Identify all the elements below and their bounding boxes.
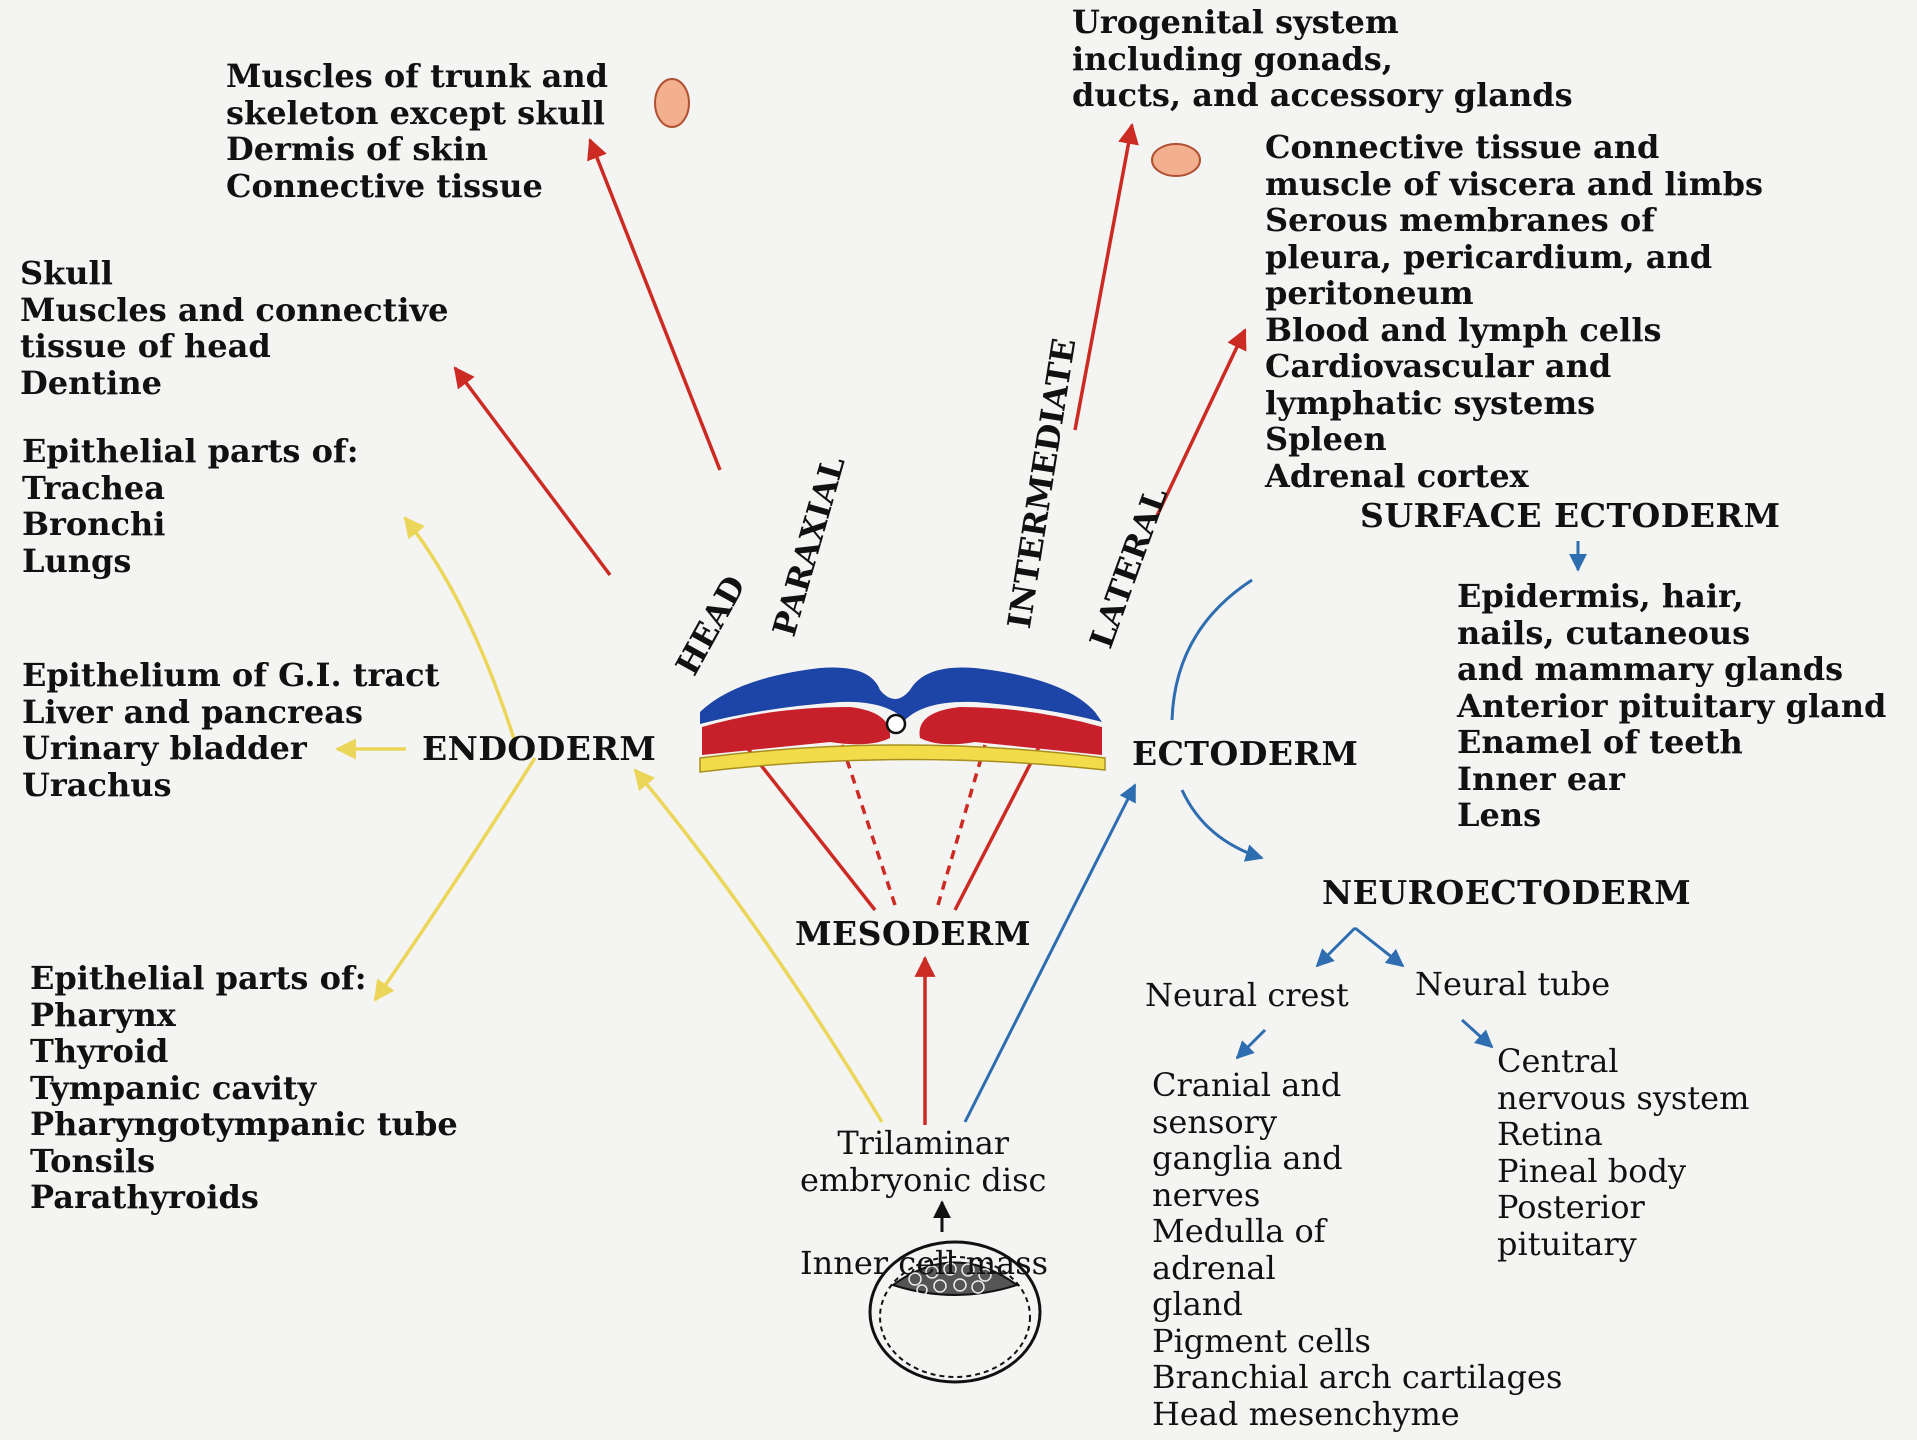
neural-crest-label: Neural crest: [1145, 977, 1349, 1014]
arrow-tube-down: [1462, 1020, 1492, 1047]
surface-ectoderm-derivatives: Epidermis, hair, nails, cutaneous and ma…: [1457, 578, 1886, 834]
arrow-ectoderm-to-surface: [1172, 580, 1252, 720]
neural-tube-label: Neural tube: [1415, 966, 1610, 1003]
arrow-lower-left-mesoderm: [745, 745, 875, 910]
inner-cell-mass-label: Inner cell mass: [800, 1245, 1048, 1282]
marker-intermediate: [1152, 144, 1200, 176]
ectoderm-label: ECTODERM: [1132, 736, 1358, 773]
arrow-mesoderm-dash-right: [938, 745, 985, 905]
neural-tube-derivatives: Central nervous system Retina Pineal bod…: [1497, 1043, 1749, 1262]
arrow-paraxial-mesoderm: [590, 140, 720, 470]
arrow-lateral-mesoderm: [1155, 330, 1245, 520]
lateral-derivatives: Connective tissue and muscle of viscera …: [1265, 129, 1763, 494]
mesoderm-label: MESODERM: [795, 916, 1031, 953]
arrow-intermediate-mesoderm: [1075, 125, 1132, 430]
paraxial-derivatives: Muscles of trunk and skeleton except sku…: [226, 58, 608, 204]
neuroectoderm-label: NEUROECTODERM: [1322, 875, 1691, 912]
trilaminar-disc-label: Trilaminar embryonic disc: [800, 1125, 1046, 1198]
head-mesoderm-derivatives: Skull Muscles and connective tissue of h…: [20, 255, 448, 401]
arrow-disc-to-ectoderm: [965, 785, 1135, 1122]
arrow-lower-right-mesoderm: [955, 745, 1040, 910]
marker-paraxial: [655, 79, 689, 127]
arrow-head-mesoderm: [455, 368, 610, 575]
endoderm-label: ENDODERM: [422, 731, 656, 768]
respiratory-derivatives: Epithelial parts of: Trachea Bronchi Lun…: [22, 433, 359, 579]
arrow-neuro-to-crest: [1317, 928, 1355, 966]
intermediate-derivatives: Urogenital system including gonads, duct…: [1072, 4, 1573, 114]
trilaminar-disc-cross-section: [700, 667, 1105, 772]
surface-ectoderm-label: SURFACE ECTODERM: [1360, 498, 1780, 535]
pharyngeal-derivatives: Epithelial parts of: Pharynx Thyroid Tym…: [30, 960, 458, 1216]
gi-derivatives: Epithelium of G.I. tract Liver and pancr…: [22, 657, 439, 803]
arrow-neuro-to-tube: [1355, 928, 1403, 966]
arrow-ectoderm-to-neuro: [1182, 790, 1262, 858]
arrow-crest-down: [1237, 1030, 1265, 1058]
disc-notochord: [887, 715, 905, 733]
